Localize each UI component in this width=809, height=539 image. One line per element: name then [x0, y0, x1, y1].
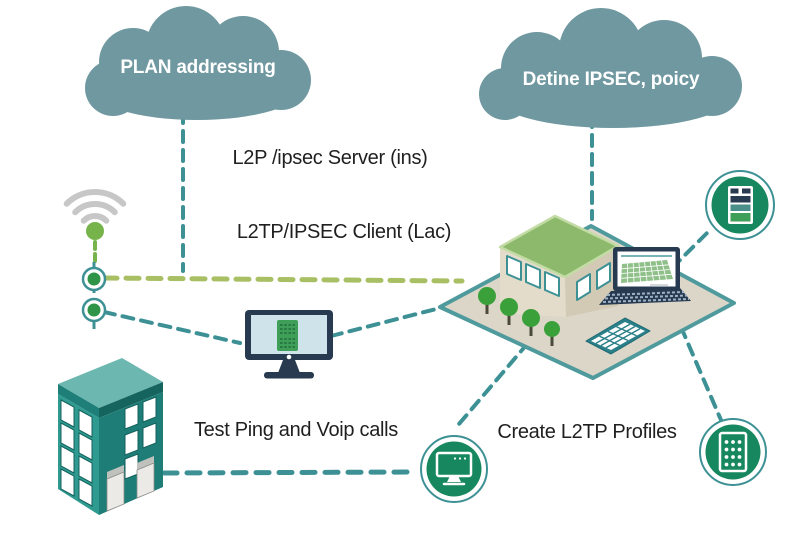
door-lintel [107, 465, 124, 479]
window [124, 403, 139, 430]
cloud-plan-label: PLAN addressing [120, 57, 275, 78]
window [525, 263, 541, 289]
keypad-badge-icon [699, 418, 767, 486]
monitor-button [286, 354, 292, 360]
monitor-stand [278, 360, 300, 373]
node-core [87, 303, 101, 317]
network-node-icon [81, 297, 107, 323]
network-nodes [81, 262, 107, 331]
laptop-keys [602, 291, 690, 303]
warehouse-building-icon [498, 214, 620, 317]
cloud-ipsec: Detine IPSEC, poicy [479, 8, 742, 128]
office-building-icon [58, 358, 163, 515]
cloud-plan: PLAN addressing [85, 6, 311, 120]
test-label: Test Ping and Voip calls [194, 419, 398, 441]
keypad-body [718, 431, 748, 473]
connector-site-to-keypad-badge [679, 325, 723, 422]
tree-trunks [485, 303, 554, 346]
client-label: L2TP/IPSEC Client (Lac) [237, 221, 451, 243]
rack-bar [730, 213, 751, 222]
keypad-panel-icon [585, 317, 651, 355]
window [60, 445, 75, 474]
connector-node-to-monitor [102, 310, 242, 345]
tree-icon [500, 298, 518, 316]
window [596, 262, 611, 290]
cloud-base [493, 62, 733, 128]
node-core [87, 272, 101, 286]
server-rack-badge-icon [705, 170, 775, 240]
monitor-badge-icon [420, 435, 488, 503]
connector-building-to-monitor-badge [161, 469, 419, 476]
server-label: L2P /ipsec Server (ins) [232, 147, 427, 169]
desktop-monitor-with-server-icon [245, 310, 333, 379]
building-roof-top [58, 358, 163, 408]
tree-icon [478, 287, 496, 305]
connector-site-to-monitor-badge [457, 341, 530, 426]
building-roof-band-right [99, 382, 163, 418]
window [576, 273, 591, 301]
connector-node-to-site-green [101, 275, 465, 284]
campus-site-illustration [438, 214, 736, 380]
laptop-icon [599, 247, 691, 305]
window [78, 478, 93, 507]
panel-grid-lines [595, 323, 641, 349]
tree-icon [522, 309, 540, 327]
tree-icon [544, 321, 560, 337]
badge-monitor-stand [447, 476, 461, 482]
door [106, 471, 125, 512]
rack-header-left [730, 188, 739, 194]
wifi-arc-middle [72, 201, 118, 216]
window [124, 453, 139, 480]
cloud-ipsec-label: Detine IPSEC, poicy [523, 69, 700, 90]
rack-header-right [742, 188, 751, 194]
door-lintel [137, 456, 154, 470]
window [544, 271, 560, 297]
wifi-icon [63, 188, 127, 264]
window [142, 422, 157, 449]
badge-fill [426, 441, 482, 497]
window [506, 255, 522, 281]
keypad-dots [724, 440, 742, 467]
create-label: Create L2TP Profiles [497, 421, 677, 443]
monitor-base [264, 372, 314, 379]
window [78, 455, 93, 484]
badge-monitor-dots [453, 457, 467, 460]
window [78, 409, 93, 438]
laptop-screen-grid [621, 260, 672, 283]
window [60, 468, 75, 497]
building-roof-band-left [58, 384, 99, 418]
window [60, 399, 75, 428]
door [136, 462, 155, 499]
wifi-arc-inner [80, 213, 110, 224]
wifi-arc-outer [63, 188, 127, 207]
trees [478, 287, 560, 346]
connector-monitor-to-site [329, 306, 442, 338]
wifi-dot [86, 222, 104, 240]
network-node-icon [81, 266, 107, 292]
window [60, 422, 75, 451]
roof [498, 214, 620, 279]
cloud-base [91, 56, 303, 120]
window [78, 432, 93, 461]
window [142, 396, 157, 423]
rack-bar [730, 196, 751, 203]
rack-bar [730, 204, 751, 211]
window [124, 429, 139, 456]
